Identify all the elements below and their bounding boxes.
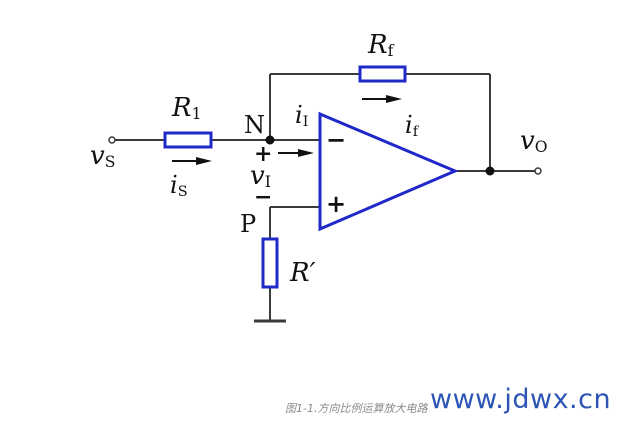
label-r1: R1 (172, 93, 202, 124)
arrow-if (362, 95, 402, 103)
label-vs: vS (90, 141, 116, 172)
label-node-p: P (240, 210, 257, 238)
label-node-n: N (244, 111, 265, 139)
resistor-rf (358, 65, 407, 83)
resistor-r1 (163, 131, 213, 149)
arrow-is (172, 157, 212, 165)
watermark-text: www.jdwx.cn (430, 384, 612, 415)
label-minus-vi: − (254, 184, 273, 210)
label-vo: vO (520, 126, 548, 157)
label-plus-vi: + (254, 141, 273, 167)
label-rprime: R′ (290, 258, 316, 288)
terminal-vo (534, 167, 542, 175)
wires (114, 73, 535, 323)
resistor-rprime (261, 237, 279, 289)
label-if: if (405, 111, 419, 140)
terminal-vs (108, 136, 116, 144)
label-noninverting-input: + (326, 189, 347, 218)
figure-caption: 图1-1.方向比例运算放大电路 (285, 402, 428, 415)
label-rf: Rf (368, 30, 394, 61)
junction-output (485, 166, 495, 176)
label-is: iS (170, 171, 188, 200)
label-ii: iI (295, 101, 309, 130)
label-inverting-input: − (326, 125, 347, 154)
op-amp-triangle (318, 111, 459, 232)
junction-n (265, 135, 275, 145)
arrow-ii (278, 149, 314, 157)
label-vi: vI (250, 161, 271, 192)
